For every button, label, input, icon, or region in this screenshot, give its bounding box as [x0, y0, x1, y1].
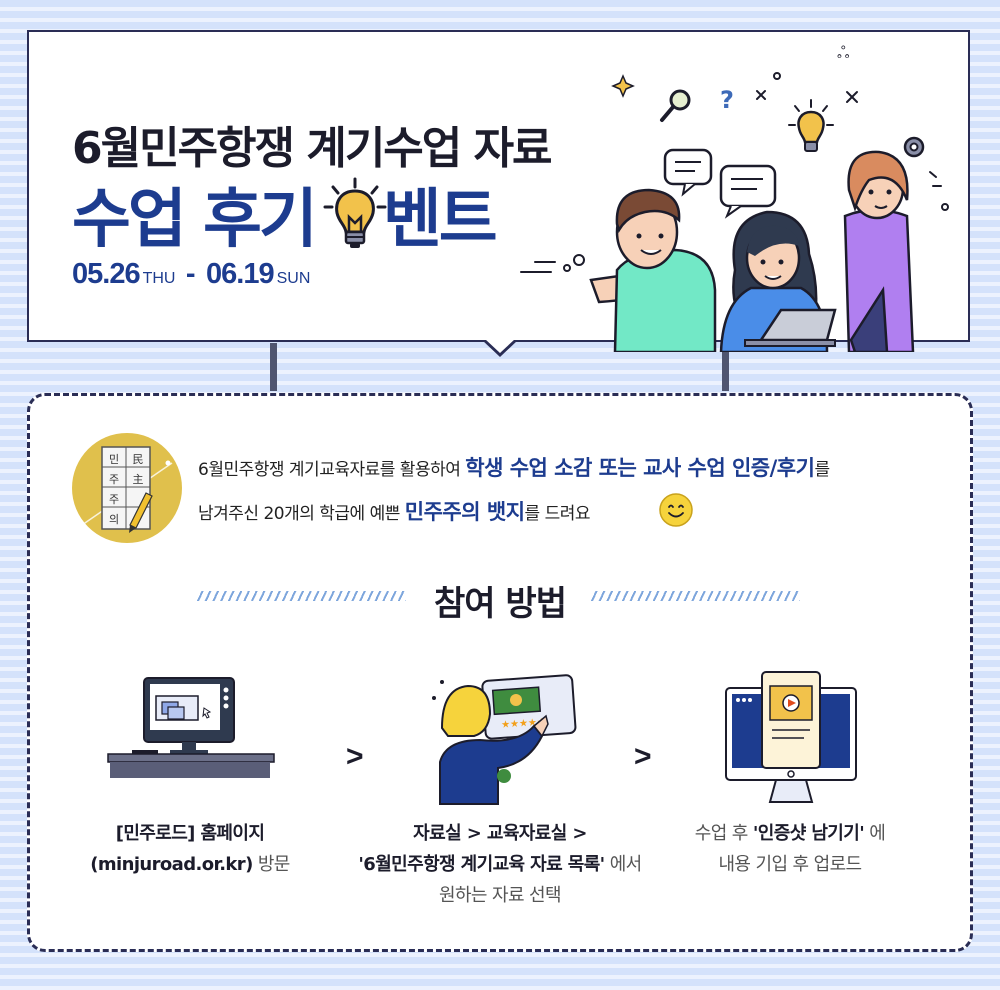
- connector-left: [270, 343, 277, 391]
- event-title: 6월민주항쟁 계기수업 자료: [72, 123, 553, 174]
- boy-figure: [589, 188, 717, 352]
- highlight-text: 민주주의 뱃지: [404, 500, 525, 524]
- monitor-icon: [107, 677, 275, 778]
- step-arrow: >: [634, 740, 652, 773]
- woman-figure: [843, 150, 915, 352]
- question-icon: ?: [720, 86, 734, 114]
- decorative-slash-line: [196, 591, 406, 601]
- badge-char: 의: [109, 513, 119, 526]
- decorative-slash-line: [590, 591, 800, 601]
- start-day: THU: [142, 270, 176, 287]
- swirl-icon: ஃ: [837, 43, 850, 62]
- highlight-text: 학생 수업 소감 또는 교사 수업 인증/후기: [465, 456, 815, 480]
- magnifier-icon: [660, 89, 691, 122]
- description-line1: 6월민주항쟁 계기교육자료를 활용하여 학생 수업 소감 또는 교사 수업 인증…: [198, 456, 830, 480]
- subtitle-part1: 수업 후기: [72, 183, 318, 257]
- girl-figure: [719, 210, 837, 352]
- speech-bubble-icon: [663, 148, 777, 219]
- subtitle-part2: 벤트: [382, 183, 498, 257]
- gear-icon: [903, 136, 925, 158]
- tablet-icon: ★★★★★: [432, 674, 577, 805]
- upload-monitor-icon: [725, 671, 857, 803]
- connector-right: [722, 343, 729, 391]
- smiley-icon: [659, 493, 693, 527]
- badge-char: 주: [109, 473, 119, 486]
- end-date: 06.19: [206, 258, 275, 290]
- badge-char: 主: [133, 473, 144, 486]
- event-subtitle: 수업 후기 벤트: [72, 168, 498, 260]
- end-day: SUN: [276, 270, 311, 287]
- start-date: 05.26: [72, 258, 141, 290]
- students-illustration: ? ஃ: [520, 43, 949, 352]
- sparkle-icon: [611, 74, 635, 98]
- badge-char: 민: [109, 453, 119, 466]
- description-line2: 남겨주신 20개의 학급에 예쁜 민주주의 뱃지를 드려요: [198, 500, 591, 524]
- step-3-text: 수업 후 '인증샷 남기기' 에 내용 기입 후 업로드: [694, 823, 886, 875]
- badge-icon: 민 民 주 主 주 의: [72, 433, 182, 543]
- step-arrow: >: [346, 740, 364, 773]
- step-2-text: 자료실 > 교육자료실 > '6월민주항쟁 계기교육 자료 목록' 에서 원하는…: [358, 823, 642, 906]
- date-dash: -: [185, 258, 196, 290]
- lightbulb-icon: [323, 177, 387, 248]
- badge-char: 民: [133, 453, 144, 466]
- step-1-text: [민주로드] 홈페이지 (minjuroad.or.kr) 방문: [90, 823, 290, 875]
- section-title: 참여 방법: [434, 584, 567, 624]
- badge-char: 주: [109, 493, 119, 506]
- small-bulb-icon: [788, 99, 834, 152]
